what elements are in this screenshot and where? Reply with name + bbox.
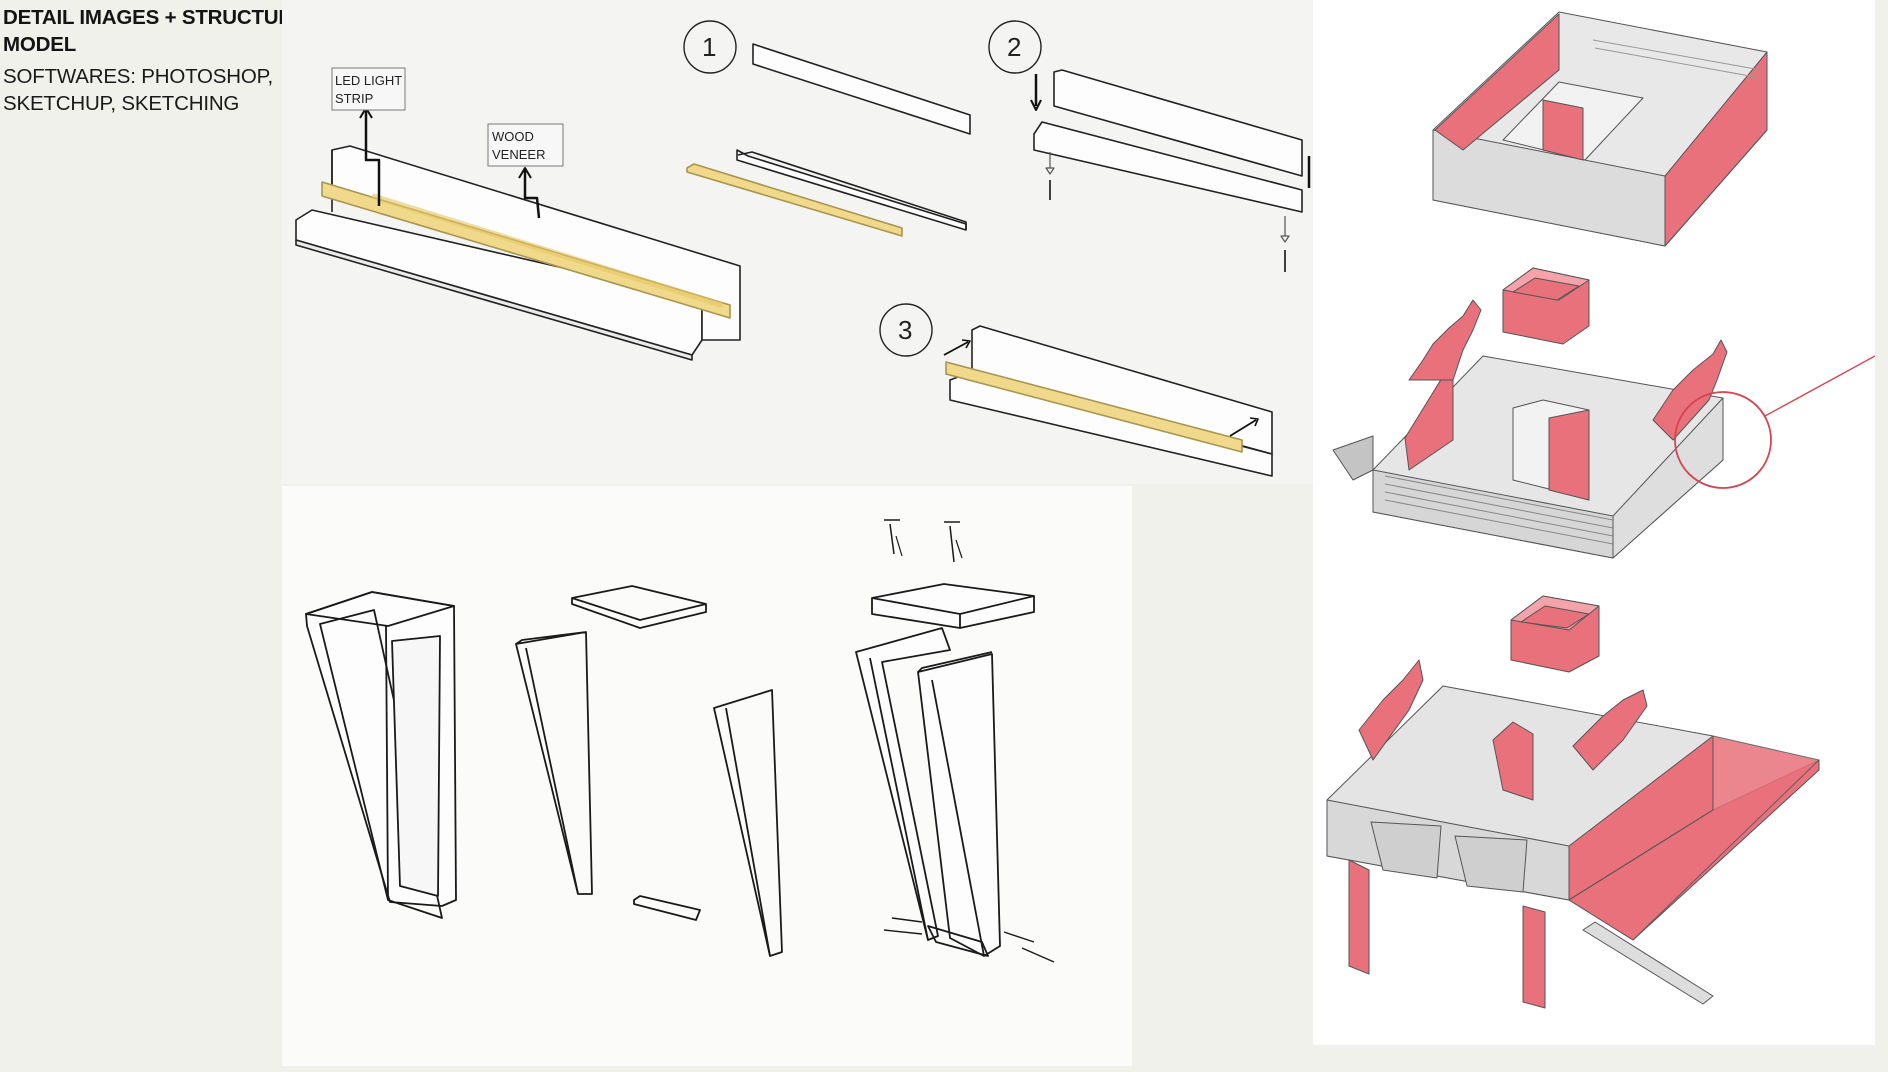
middle-floor bbox=[1332, 299, 1728, 559]
structure-model-panel bbox=[1313, 0, 1875, 1045]
leg-assembly-sketch bbox=[305, 519, 1055, 963]
wood-label-line2: VENEER bbox=[492, 147, 545, 162]
top-floor bbox=[1432, 11, 1768, 247]
page-title: DETAIL IMAGES + STRUCTURE MODEL bbox=[3, 6, 307, 56]
tilted-post bbox=[515, 631, 593, 895]
leg-assembly-panel bbox=[282, 486, 1132, 1066]
exploded-structure-model bbox=[1326, 11, 1875, 1009]
assembled-shelf bbox=[295, 145, 741, 361]
step-1-number: 1 bbox=[702, 32, 716, 62]
ground-floor bbox=[1326, 659, 1820, 1009]
wood-label-line1: WOOD bbox=[492, 129, 534, 144]
shelf-detail-sketch: LED LIGHT STRIP WOOD VENEER 1 2 3 bbox=[295, 20, 1311, 477]
tapered-post bbox=[713, 689, 783, 957]
step-3-number: 3 bbox=[898, 315, 912, 345]
leg-frame bbox=[305, 591, 457, 919]
softwares-text: SOFTWARES: PHOTOSHOP, SKETCHUP, SKETCHIN… bbox=[3, 65, 273, 115]
shelf-detail-panel: LED LIGHT STRIP WOOD VENEER 1 2 3 bbox=[282, 0, 1314, 484]
led-label-line1: LED LIGHT bbox=[335, 73, 402, 88]
core-box-upper bbox=[1502, 267, 1590, 345]
top-plate bbox=[571, 585, 707, 629]
small-block bbox=[633, 895, 701, 921]
step-2-number: 2 bbox=[1007, 32, 1021, 62]
core-box-lower bbox=[1510, 595, 1600, 673]
led-label-line2: STRIP bbox=[335, 91, 373, 106]
right-assembly bbox=[855, 519, 1055, 963]
